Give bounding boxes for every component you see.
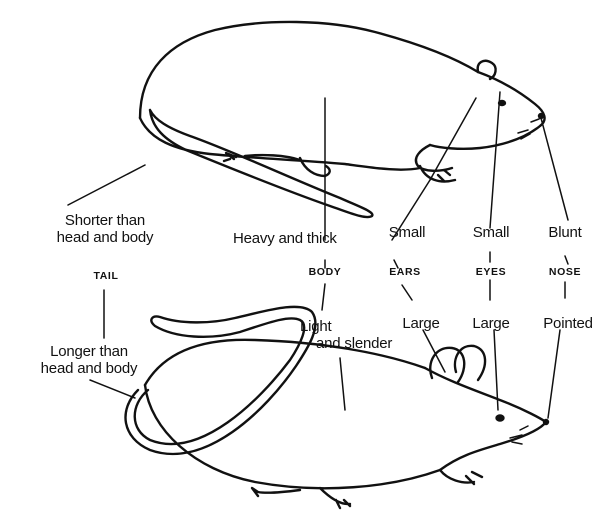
ears-caption: EARS xyxy=(370,266,440,278)
body-mouse-line2: and slender xyxy=(300,335,392,352)
rat-front-leg xyxy=(416,145,455,181)
mouse-ear-right xyxy=(455,346,485,380)
mouse-hind-leg xyxy=(320,488,350,508)
tail-caption: TAIL xyxy=(66,270,146,282)
tail-rat-line1: Shorter than xyxy=(20,212,190,229)
tail-mouse-line1: Longer than xyxy=(4,343,174,360)
nose-mouse-label: Pointed xyxy=(530,315,606,332)
mouse-front-leg xyxy=(440,470,482,484)
eyes-mouse-label: Large xyxy=(456,315,526,332)
body-caption: BODY xyxy=(285,266,365,278)
tail-rat-label: Shorter than head and body xyxy=(20,212,190,246)
tail-mouse-line2: head and body xyxy=(4,360,174,377)
nose-rat-label: Blunt xyxy=(530,224,600,241)
body-rat-label: Heavy and thick xyxy=(233,230,337,247)
mouse-head xyxy=(425,368,546,470)
tail-rat-line2: head and body xyxy=(20,229,190,246)
nose-caption: NOSE xyxy=(530,266,600,278)
ears-mouse-label: Large xyxy=(386,315,456,332)
rat-body-outline xyxy=(140,22,478,118)
mouse-eye xyxy=(497,416,504,421)
rat-head xyxy=(430,72,545,149)
body-mouse-line1: Light xyxy=(300,318,392,335)
eyes-rat-label: Small xyxy=(456,224,526,241)
mouse-tail xyxy=(126,307,316,454)
tail-mouse-label: Longer than head and body xyxy=(4,343,174,377)
eyes-caption: EYES xyxy=(456,266,526,278)
body-mouse-label: Light and slender xyxy=(300,318,392,352)
ears-rat-label: Small xyxy=(372,224,442,241)
rat-illustration xyxy=(140,22,545,217)
